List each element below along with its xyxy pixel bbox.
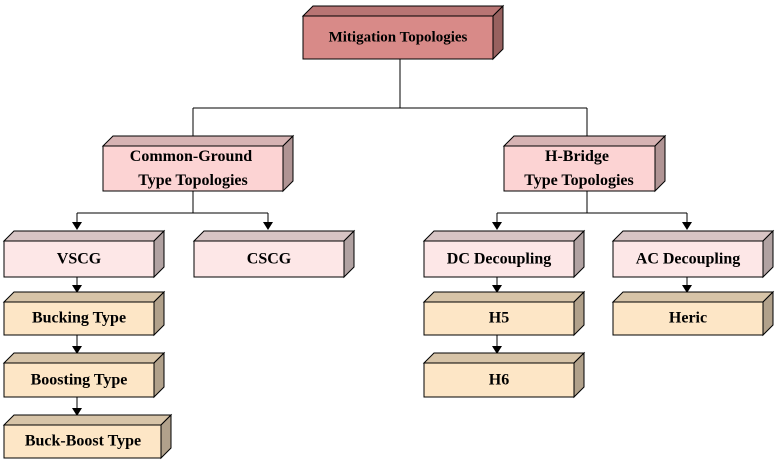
- node-buck-boost-type-face: [3, 424, 162, 459]
- node-common-ground-top: [101, 135, 295, 147]
- node-bucking-type-face: [3, 301, 155, 336]
- arrow-to-buck-boost: [72, 408, 82, 416]
- node-cscg: CSCG: [192, 229, 356, 279]
- node-h-bridge-side: [654, 134, 666, 193]
- node-h5: H5: [422, 290, 586, 337]
- node-h-bridge-face: [503, 145, 656, 192]
- node-root-label: Mitigation Topologies: [329, 29, 468, 45]
- node-common-ground: Common-Ground Type Topologies: [101, 134, 295, 193]
- node-h6: H6: [422, 351, 586, 399]
- arrow-to-bucking: [72, 285, 82, 293]
- node-h-bridge-label: H-Bridge Type Topologies: [524, 148, 634, 189]
- node-vscg-top: [2, 230, 166, 242]
- node-h-bridge-top: [502, 135, 667, 147]
- node-vscg-face: [3, 240, 155, 278]
- node-bucking-type-top: [2, 291, 166, 303]
- node-boosting-type: Boosting Type: [2, 351, 166, 399]
- node-common-ground-line-2: Type Topologies: [138, 172, 248, 189]
- node-root: Mitigation Topologies: [301, 4, 505, 61]
- node-ac-decoupling: AC Decoupling: [611, 229, 775, 279]
- arrow-to-h5: [492, 285, 502, 293]
- node-ac-decoupling-label: AC Decoupling: [636, 251, 740, 268]
- node-h-bridge: H-Bridge Type Topologies: [502, 134, 667, 193]
- node-h6-label: H6: [489, 372, 509, 389]
- node-h6-face: [423, 362, 575, 398]
- node-ac-decoupling-top: [611, 230, 775, 242]
- arrow-to-ac-decoupling: [682, 222, 692, 230]
- node-common-ground-line-1: Common-Ground: [130, 148, 252, 165]
- node-bucking-type-label: Bucking Type: [32, 310, 126, 327]
- node-cscg-face: [193, 240, 345, 278]
- node-vscg: VSCG: [2, 229, 166, 279]
- node-root-top: [301, 5, 505, 17]
- node-dc-decoupling-top: [422, 230, 586, 242]
- node-h5-top: [422, 291, 586, 303]
- node-root-side: [492, 4, 504, 61]
- node-cscg-top: [192, 230, 356, 242]
- node-h5-face: [423, 301, 575, 336]
- node-dc-decoupling-face: [423, 240, 575, 278]
- node-buck-boost-type: Buck-Boost Type: [2, 413, 173, 460]
- node-heric-top: [611, 291, 775, 303]
- arrow-to-dc-decoupling: [492, 222, 502, 230]
- node-dc-decoupling-label: DC Decoupling: [447, 251, 551, 268]
- node-h5-label: H5: [489, 310, 509, 327]
- node-ac-decoupling-face: [612, 240, 764, 278]
- arrow-to-boosting: [72, 346, 82, 354]
- node-heric: Heric: [611, 290, 775, 337]
- node-heric-label: Heric: [669, 310, 707, 327]
- node-common-ground-side: [282, 134, 294, 193]
- connector-root-to-categories: [192, 58, 588, 140]
- node-h6-top: [422, 352, 586, 364]
- connector-common-ground-to-children: [76, 191, 269, 226]
- connectors: [72, 58, 692, 416]
- node-dc-decoupling: DC Decoupling: [422, 229, 586, 279]
- node-boosting-type-face: [3, 362, 155, 398]
- arrow-to-vscg: [72, 222, 82, 230]
- node-bucking-type: Bucking Type: [2, 290, 166, 337]
- node-common-ground-face: [102, 145, 284, 192]
- node-h-bridge-line-2: Type Topologies: [524, 172, 634, 189]
- arrow-to-heric: [682, 285, 692, 293]
- node-cscg-label: CSCG: [247, 251, 292, 268]
- node-boosting-type-top: [2, 352, 166, 364]
- node-root-face: [302, 15, 494, 60]
- node-buck-boost-type-top: [2, 414, 173, 426]
- arrow-to-h6: [492, 346, 502, 354]
- node-buck-boost-type-label: Buck-Boost Type: [25, 433, 141, 450]
- node-vscg-label: VSCG: [57, 251, 102, 268]
- connector-h-bridge-to-children: [496, 191, 688, 226]
- node-h-bridge-line-1: H-Bridge: [545, 148, 609, 165]
- node-heric-face: [612, 301, 764, 336]
- node-common-ground-label: Common-Ground Type Topologies: [130, 148, 256, 189]
- arrow-to-cscg: [263, 222, 273, 230]
- node-boosting-type-label: Boosting Type: [31, 372, 128, 389]
